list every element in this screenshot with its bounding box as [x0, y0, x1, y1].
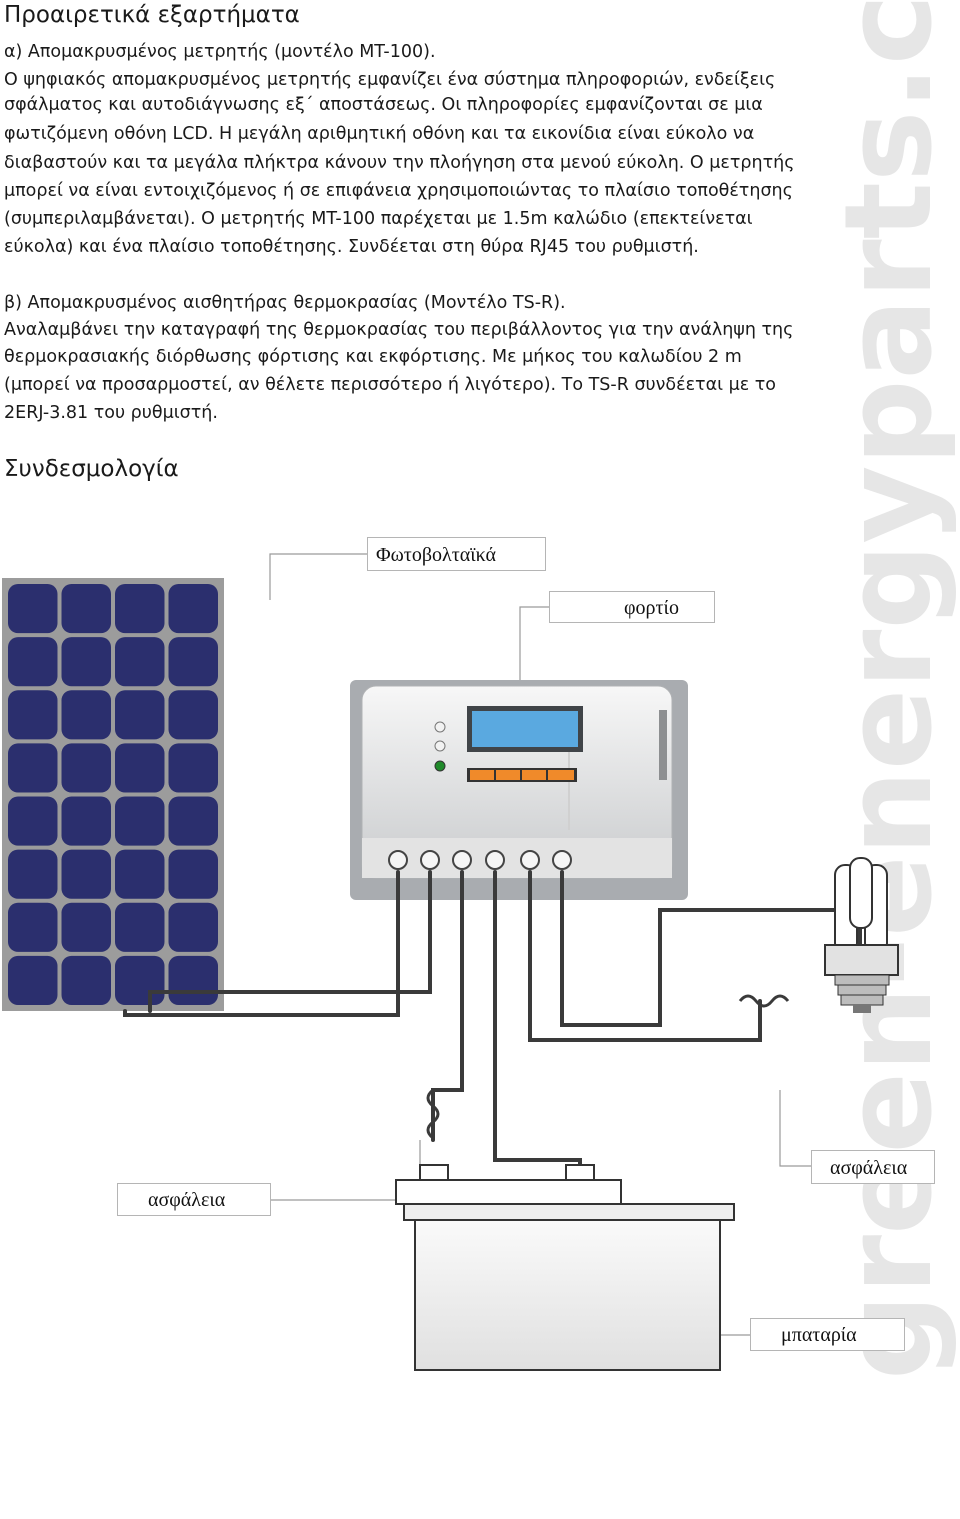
- section-a-line: σφάλματος και αυτοδιάγνωσης εξ΄ αποστάσε…: [4, 95, 763, 115]
- section-a-line: διαβαστούν και τα μεγάλα πλήκτρα κάνουν …: [4, 153, 795, 173]
- wire-bat-pos-top: [431, 870, 464, 1142]
- charge-controller: [350, 680, 688, 900]
- cfl-lamp: [824, 857, 899, 1013]
- panel-cell: [115, 690, 165, 740]
- panel-cell: [8, 690, 58, 740]
- wire-pv-pos: [123, 870, 400, 1017]
- terminal-screw: [452, 850, 472, 870]
- panel-cell: [115, 584, 165, 634]
- wiring-diagram: [2, 553, 899, 1371]
- terminal-screw: [552, 850, 572, 870]
- panel-cell: [115, 637, 165, 687]
- terminal-screw: [420, 850, 440, 870]
- menu-button-4: [548, 770, 574, 780]
- terminals: [388, 850, 572, 870]
- label-fuse-right: ασφάλεια: [811, 1150, 935, 1184]
- menu-button-1: [470, 770, 494, 780]
- panel-cell: [8, 584, 58, 634]
- wire-pv-neg: [148, 870, 432, 1013]
- panel-cell: [8, 637, 58, 687]
- pointer-pv: [269, 553, 367, 600]
- lcd-screen: [472, 711, 578, 747]
- pointer-battery: [719, 1300, 750, 1336]
- panel-cell: [61, 743, 111, 793]
- panel-cell: [168, 637, 218, 687]
- led-2: [434, 740, 446, 752]
- section-a-line: (συμπεριλαμβάνεται). Ο μετρητής MT-100 π…: [4, 209, 753, 229]
- panel-cell: [168, 955, 218, 1005]
- watermark: green-energyparts.com: [820, 0, 960, 1519]
- label-battery: μπαταρία: [750, 1318, 905, 1351]
- section-a-heading: α) Απομακρυσμένος μετρητής (μοντέλο MT-1…: [4, 42, 436, 62]
- panel-cell: [8, 955, 58, 1005]
- panel-cell: [61, 690, 111, 740]
- pointer-fuse-right: [779, 1090, 811, 1167]
- panel-cell: [168, 584, 218, 634]
- section-a-line: μπορεί να είναι εντοιχιζόμενος ή σε επιφ…: [4, 181, 793, 201]
- panel-cell: [61, 902, 111, 952]
- panel-cell: [61, 584, 111, 634]
- section-b-line: 2ERJ-3.81 του ρυθμιστή.: [4, 403, 218, 423]
- label-pv: Φωτοβολταϊκά: [367, 537, 546, 571]
- panel-cell: [168, 902, 218, 952]
- panel-cell: [8, 902, 58, 952]
- label-load: φορτίο: [549, 591, 715, 623]
- solar-panel: [2, 578, 224, 1011]
- menu-button-3: [522, 770, 546, 780]
- led-1: [434, 721, 446, 733]
- section-b-line: (μπορεί να προσαρμοστεί, αν θέλετε περισ…: [4, 375, 777, 395]
- section-a-line: φωτιζόμενη οθόνη LCD. Η μεγάλη αριθμητικ…: [4, 124, 755, 144]
- terminal-screw: [520, 850, 540, 870]
- panel-cell: [61, 849, 111, 899]
- panel-cell: [168, 690, 218, 740]
- panel-cell: [8, 796, 58, 846]
- terminal-screw: [485, 850, 505, 870]
- wiring-heading: Συνδεσμολογία: [4, 456, 179, 482]
- panel-cells: [8, 584, 218, 1005]
- panel-cell: [115, 955, 165, 1005]
- panel-cell: [8, 849, 58, 899]
- menu-button-2: [496, 770, 520, 780]
- section-b-heading: β) Απομακρυσμένος αισθητήρας θερμοκρασία…: [4, 293, 566, 313]
- section-b-line: θερμοκρασιακής διόρθωσης φόρτισης και εκ…: [4, 347, 742, 367]
- battery: [395, 1164, 735, 1371]
- terminal-screw: [388, 850, 408, 870]
- page-title: Προαιρετικά εξαρτήματα: [4, 2, 300, 28]
- wire-bat-neg: [493, 870, 582, 1174]
- pointer-load: [519, 606, 549, 680]
- section-b-line: Αναλαμβάνει την καταγραφή της θερμοκρασί…: [4, 320, 794, 340]
- panel-cell: [168, 849, 218, 899]
- panel-cell: [115, 796, 165, 846]
- panel-cell: [61, 637, 111, 687]
- fuse-right: [738, 994, 790, 1008]
- panel-cell: [168, 796, 218, 846]
- panel-cell: [8, 743, 58, 793]
- panel-cell: [115, 902, 165, 952]
- panel-cell: [115, 849, 165, 899]
- wires: [123, 870, 862, 1182]
- panel-cell: [115, 743, 165, 793]
- led-green: [434, 760, 446, 772]
- panel-cell: [61, 955, 111, 1005]
- section-a-line: Ο ψηφιακός απομακρυσμένος μετρητής εμφαν…: [4, 70, 776, 90]
- fuse-left: [426, 1088, 440, 1140]
- label-fuse-left: ασφάλεια: [117, 1183, 271, 1216]
- wire-load-pos: [528, 870, 762, 1042]
- section-a-line: εύκολα) και ένα πλαίσιο τοποθέτησης. Συν…: [4, 237, 699, 257]
- panel-cell: [61, 796, 111, 846]
- panel-cell: [168, 743, 218, 793]
